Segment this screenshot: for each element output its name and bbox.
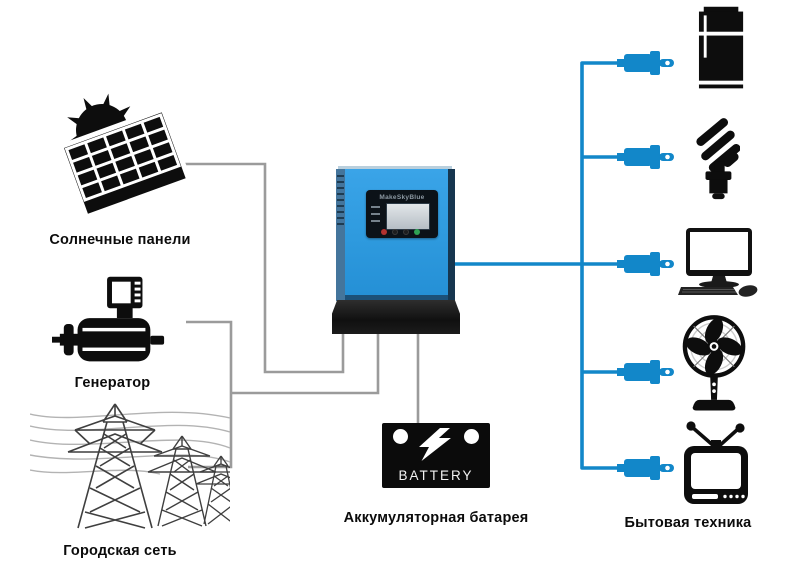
solar-label: Солнечные панели [49, 232, 191, 248]
inverter-control-panel: MakeSkyBlue [366, 190, 438, 238]
power-button[interactable] [381, 229, 387, 235]
vent-slots-icon [337, 175, 344, 227]
inverter-top-face [338, 166, 452, 170]
tower-medium [147, 435, 217, 527]
grid-label: Городская сеть [63, 543, 177, 559]
plug-icon [617, 51, 674, 75]
solar-inverter-unit: MakeSkyBlue [332, 166, 460, 334]
appliance-trunk-line [580, 61, 619, 470]
blue-ac-lines [440, 61, 619, 470]
enter-button[interactable] [414, 229, 420, 235]
sources-to-inverter-line [231, 330, 380, 395]
generator-label: Генератор [74, 375, 151, 391]
lightning-bolt-icon [419, 428, 451, 461]
pedestal-fan-icon [682, 315, 746, 411]
lcd-screen [386, 203, 430, 230]
battery-label: Аккумуляторная батарея [343, 510, 529, 526]
plug-icon [617, 145, 674, 169]
up-button[interactable] [392, 229, 398, 235]
appliances-label: Бытовая техника [624, 515, 752, 531]
led-indicator [371, 213, 380, 215]
plug-icon [617, 252, 674, 276]
refrigerator-icon [698, 6, 744, 89]
plug-icon [617, 456, 674, 480]
led-indicator [371, 206, 380, 208]
tower-large [67, 403, 163, 529]
tv-icon [684, 421, 748, 504]
battery-terminal [464, 429, 479, 444]
fan-blades [685, 318, 743, 375]
desktop-computer-icon [678, 228, 758, 297]
inverter-brand: MakeSkyBlue [379, 194, 425, 201]
inverter-left-side [336, 169, 345, 301]
generator-icon [52, 276, 165, 362]
solar-panel-sun-icon [57, 93, 190, 221]
tower-small [195, 455, 230, 525]
panel-buttons [381, 229, 420, 235]
generator-grid-line [186, 320, 233, 469]
solar-panel [57, 106, 190, 221]
inverter-right-edge [448, 169, 455, 301]
power-towers-icon [30, 403, 230, 529]
solar-to-inverter-line [184, 162, 345, 374]
cfl-lamp-icon [696, 118, 740, 200]
plug-icon [617, 360, 674, 384]
down-button[interactable] [403, 229, 409, 235]
inverter-heatsink-base [332, 300, 460, 334]
battery-badge: BATTERY [398, 468, 474, 483]
battery-terminal [393, 429, 408, 444]
led-indicator [371, 220, 380, 222]
gray-source-lines [184, 162, 420, 469]
battery-icon: BATTERY [382, 423, 490, 488]
